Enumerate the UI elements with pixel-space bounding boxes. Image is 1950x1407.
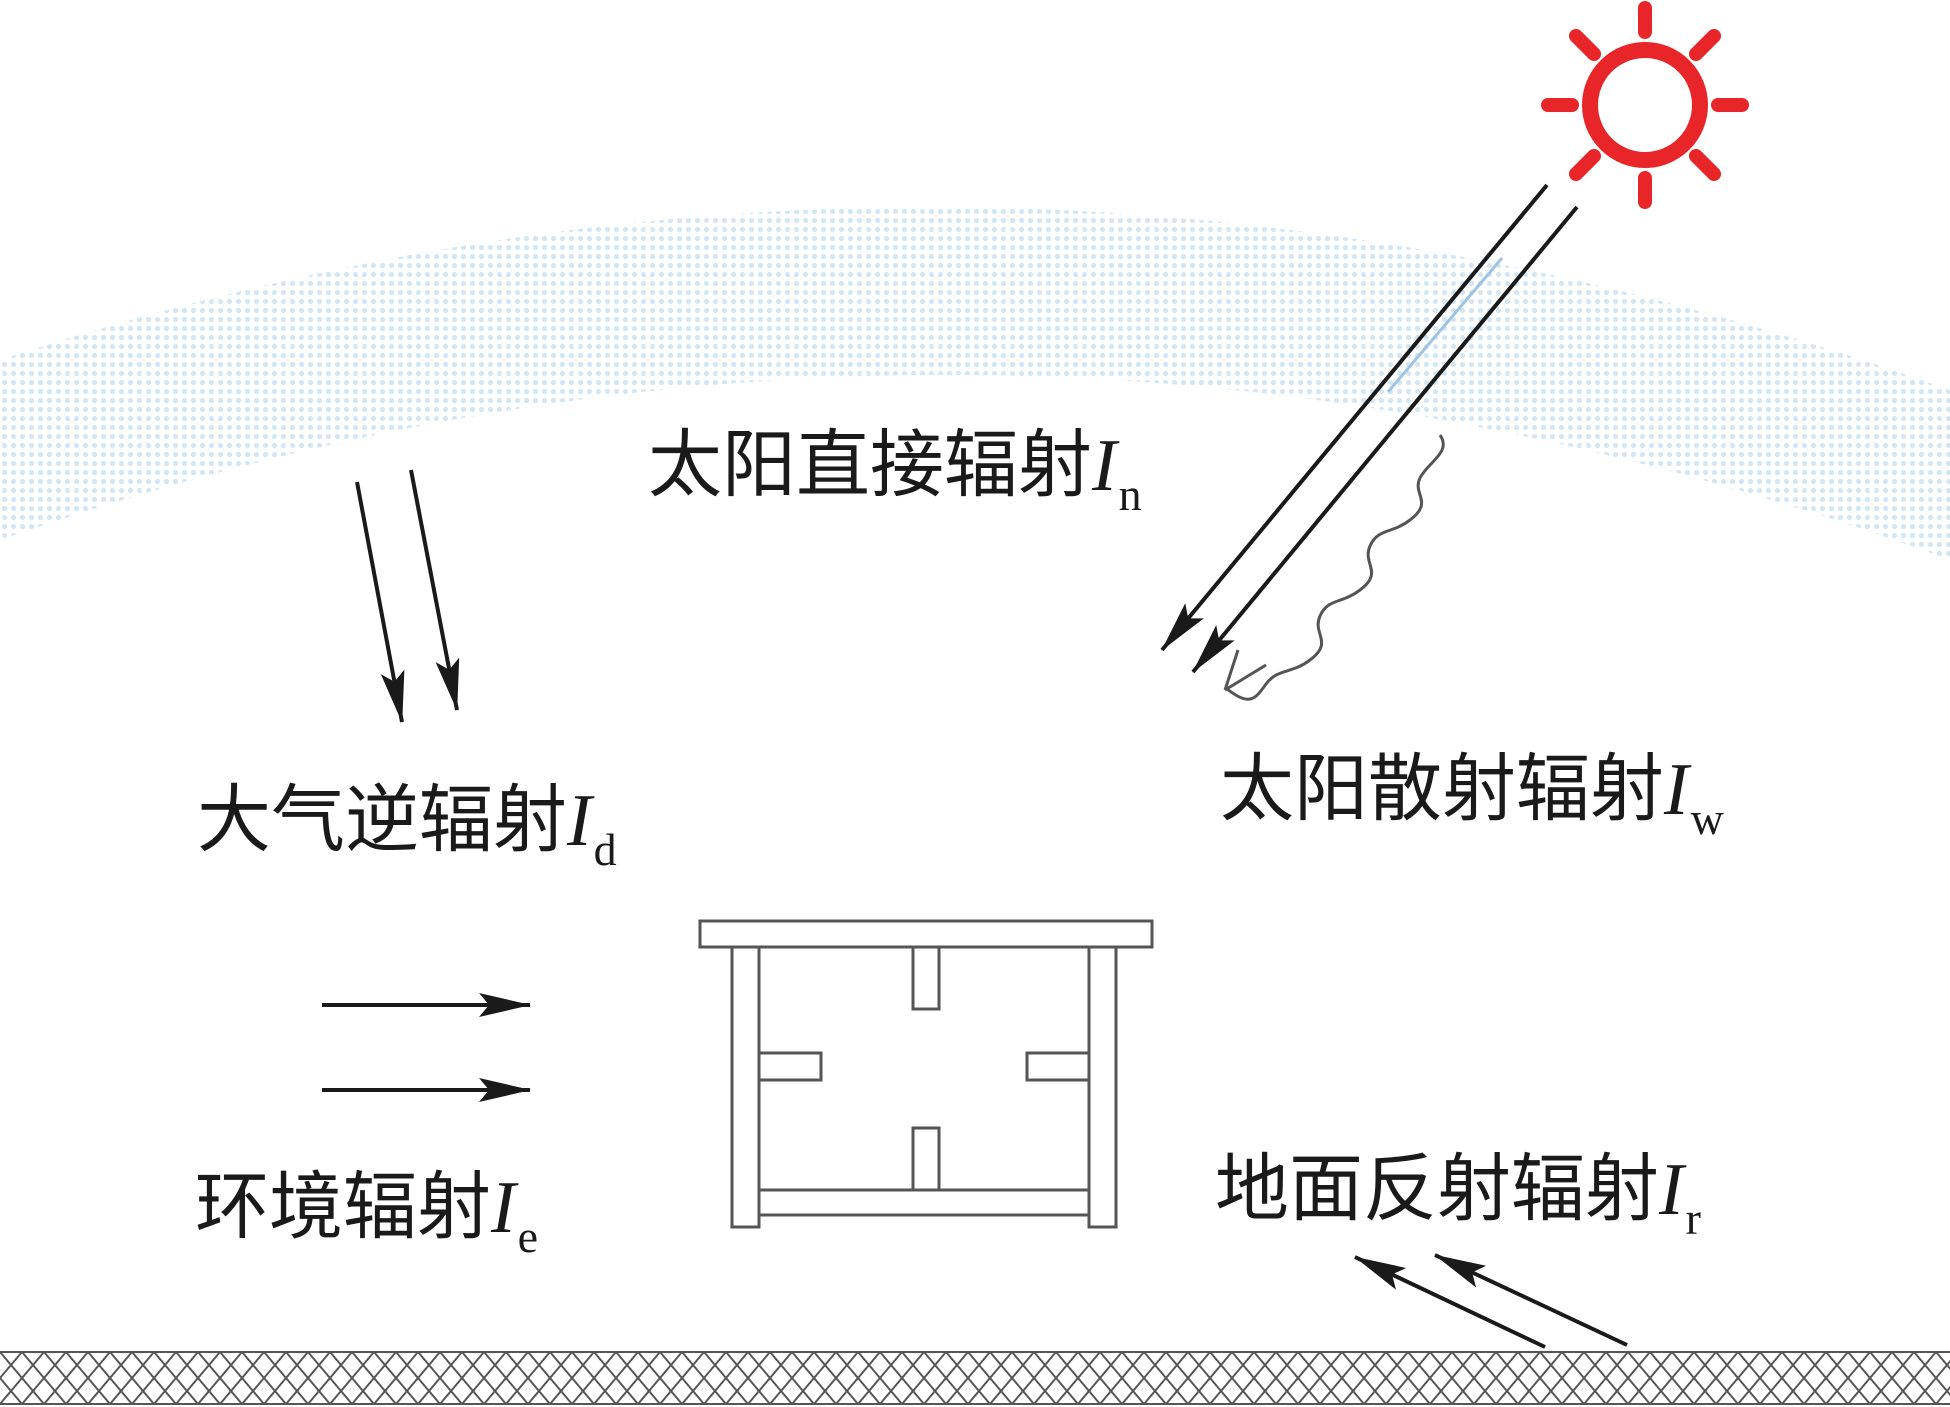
environment-radiation-arrows xyxy=(322,993,531,1102)
label-text: 太阳散射辐射 xyxy=(1220,746,1664,832)
ground-arrow-2 xyxy=(1434,1253,1628,1347)
scattered-radiation-wave xyxy=(1225,434,1445,701)
label-scattered-radiation: 太阳散射辐射Iw xyxy=(1220,752,1724,842)
atmos-arrow-1 xyxy=(355,481,405,723)
label-text: 大气逆辐射 xyxy=(197,777,567,863)
structure-frame xyxy=(698,919,1154,1229)
top-stub xyxy=(911,945,941,1011)
roof-slab xyxy=(698,919,1154,949)
label-subscript: d xyxy=(593,824,617,875)
floor-beam xyxy=(757,1188,1091,1217)
label-ground-reflection: 地面反射辐射Ir xyxy=(1215,1152,1701,1242)
atmospheric-radiation-arrows xyxy=(355,469,460,723)
direct-radiation-arrows xyxy=(1160,183,1579,674)
label-subscript: r xyxy=(1685,1193,1701,1244)
label-text: 地面反射辐射 xyxy=(1215,1146,1659,1232)
label-text: 太阳直接辐射 xyxy=(648,422,1092,508)
ground-arrow-1 xyxy=(1354,1255,1546,1349)
label-symbol: I xyxy=(1664,749,1689,831)
label-subscript: w xyxy=(1690,793,1724,844)
atmosphere-band xyxy=(0,207,1950,560)
ground-hatch xyxy=(0,1351,1950,1405)
label-text: 环境辐射 xyxy=(195,1164,491,1250)
left-stub xyxy=(757,1051,823,1082)
atmos-arrow-2 xyxy=(409,469,460,711)
left-column xyxy=(730,945,761,1229)
label-symbol: I xyxy=(567,780,592,862)
sun-icon xyxy=(1541,1,1749,209)
label-atmospheric-radiation: 大气逆辐射Id xyxy=(197,783,617,873)
scattered-arrowhead xyxy=(1223,649,1267,692)
label-subscript: e xyxy=(517,1211,539,1262)
ground-reflection-arrows xyxy=(1354,1253,1628,1349)
bottom-stub xyxy=(911,1126,941,1192)
right-stub xyxy=(1025,1051,1091,1082)
label-symbol: I xyxy=(491,1167,516,1249)
scatter-streak xyxy=(1386,257,1504,393)
label-subscript: n xyxy=(1118,469,1142,520)
direct-arrow-1 xyxy=(1160,183,1549,652)
label-direct-radiation: 太阳直接辐射In xyxy=(648,428,1142,518)
right-column xyxy=(1087,945,1118,1229)
label-symbol: I xyxy=(1659,1149,1684,1231)
label-environment-radiation: 环境辐射Ie xyxy=(195,1170,538,1260)
direct-arrow-2 xyxy=(1191,205,1579,674)
label-symbol: I xyxy=(1092,425,1117,507)
